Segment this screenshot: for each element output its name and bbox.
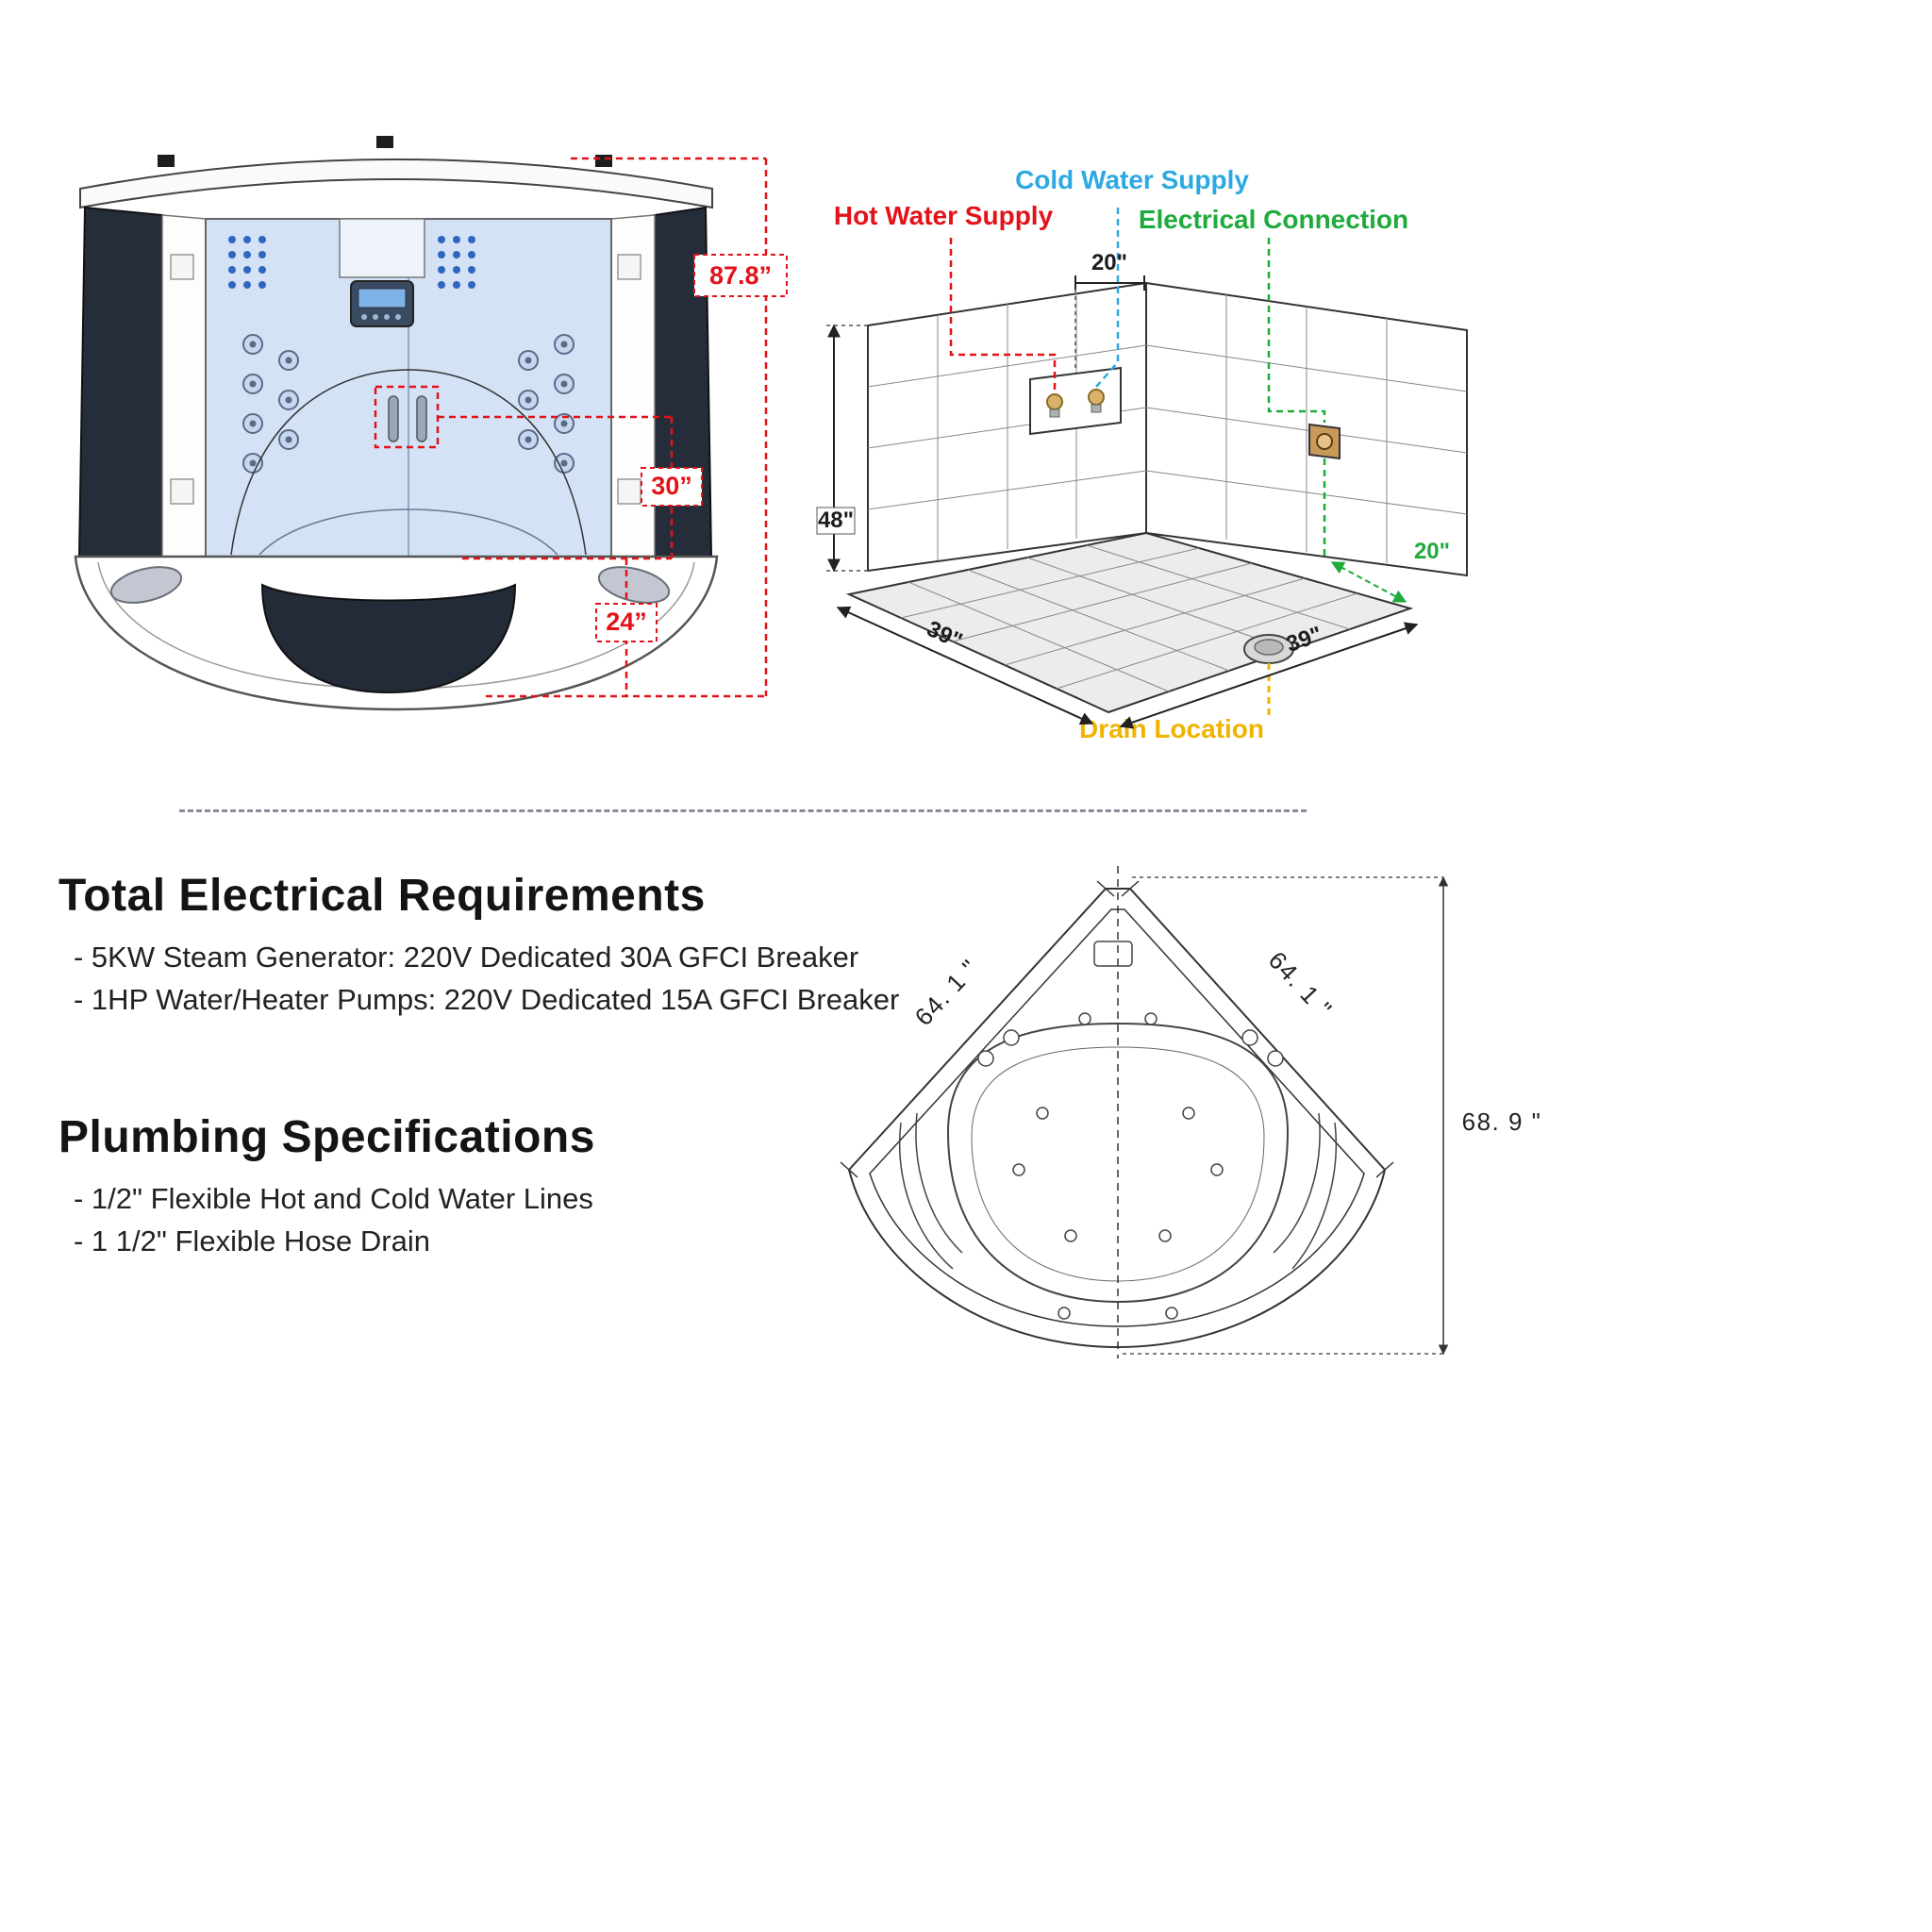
plumbing-specifications-title: Plumbing Specifications: [58, 1112, 595, 1162]
dim-wall-height: 48": [818, 508, 854, 533]
edge-dimension-ticks: [840, 880, 1394, 1178]
dim-base: 24”: [606, 608, 647, 636]
shower-front-view-diagram: 87.8” 30” 24”: [74, 136, 788, 711]
tub-back-curve: [230, 369, 587, 556]
tub-seat-curve: [258, 508, 558, 556]
hot-water-supply-label: Hot Water Supply: [834, 201, 1054, 230]
tub-outer-shell: [847, 888, 1387, 1349]
right-wall-tiles: [1145, 294, 1468, 563]
plumbing-spec-item-2: - 1 1/2" Flexible Hose Drain: [74, 1224, 430, 1257]
dim-depth-graphics: [1123, 875, 1449, 1356]
electrical-requirements-title: Total Electrical Requirements: [58, 871, 706, 921]
speaker-grid-right: [438, 236, 475, 289]
left-wall-tiles: [867, 293, 1147, 560]
control-panel-buttons: [361, 314, 401, 320]
installation-isometric-diagram: Hot Water Supply Cold Water Supply Elect…: [816, 165, 1468, 743]
dim-floor-left-line: [836, 606, 1094, 725]
electrical-requirement-item-2: - 1HP Water/Heater Pumps: 220V Dedicated…: [74, 983, 900, 1016]
section-divider: [179, 809, 1307, 812]
dim-left-edge: 64. 1 ": [909, 954, 985, 1031]
door-handles: [388, 395, 427, 442]
control-panel-screen: [358, 288, 407, 308]
dim-box-mid: [641, 467, 703, 507]
dim-supply-offset-graphics: [1074, 275, 1145, 368]
cold-water-valve: [1088, 389, 1105, 413]
plumbing-spec-item-1: - 1/2" Flexible Hot and Cold Water Lines: [74, 1182, 593, 1215]
hot-water-leader-line: [949, 238, 1057, 391]
dim-box-overall-height: [693, 254, 788, 297]
tub-inner-rim: [869, 908, 1365, 1327]
massage-jets: [242, 334, 575, 474]
water-supply-box: [1029, 366, 1122, 436]
basin-outer-contour: [946, 1022, 1290, 1304]
speaker-grid-left: [228, 236, 266, 289]
shower-top-cap: [79, 158, 713, 209]
drain-location-label: Drain Location: [1079, 714, 1264, 743]
headrest-pillows: [109, 566, 671, 604]
dim-wall-height-graphics: [816, 324, 868, 573]
armrest-contours: [898, 1112, 1338, 1270]
basin-inner-contour: [971, 1046, 1265, 1282]
dim-electrical-offset: 20": [1414, 539, 1450, 564]
left-dark-panel: [77, 206, 163, 558]
tub-top-view-diagram: 64. 1 " 64. 1 " 68. 9 ": [840, 866, 1542, 1358]
corner-fitting: [1093, 941, 1133, 967]
tub-front-glass: [260, 583, 517, 694]
cold-water-supply-label: Cold Water Supply: [1015, 165, 1249, 194]
dim-mid: 30”: [651, 472, 692, 500]
dim-right-edge: 64. 1 ": [1263, 946, 1339, 1024]
hot-water-valve: [1046, 393, 1063, 418]
electrical-outlet: [1316, 433, 1333, 450]
electrical-requirements-section: Total Electrical Requirements - 5KW Stea…: [58, 870, 908, 1025]
plumbing-specifications-section: Plumbing Specifications - 1/2" Flexible …: [58, 1111, 908, 1267]
basin-jets: [1012, 1107, 1224, 1320]
dim-box-base: [595, 603, 658, 642]
electrical-requirement-item-1: - 5KW Steam Generator: 220V Dedicated 30…: [74, 941, 859, 974]
upper-jet-pairs: [977, 1012, 1284, 1067]
dim-depth: 68. 9 ": [1462, 1108, 1542, 1136]
electrical-connection-label: Electrical Connection: [1139, 205, 1408, 234]
dim-overall-height: 87.8”: [709, 261, 772, 290]
dim-supply-offset: 20": [1091, 250, 1127, 275]
door-hinges: [170, 254, 641, 505]
dim-electrical-offset-line: [1330, 561, 1407, 603]
dim-floor-right-line: [1119, 622, 1419, 729]
cold-water-leader-line: [1095, 208, 1120, 388]
steam-housing: [339, 218, 425, 278]
